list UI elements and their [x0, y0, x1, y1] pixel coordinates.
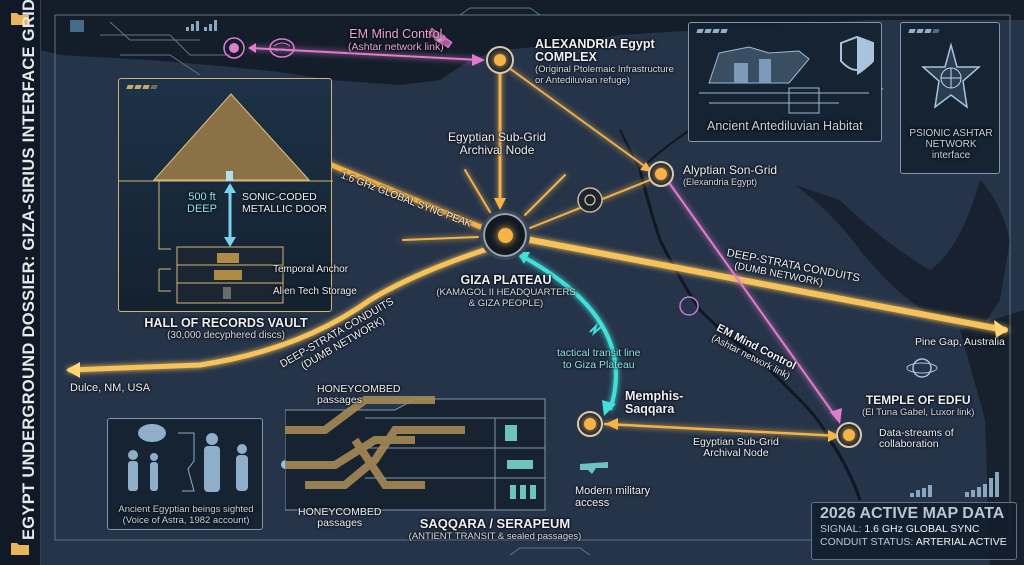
psionic-1: PSIONIC ASHTAR: [909, 128, 993, 139]
honey-top-1: HONEYCOMBED: [317, 383, 401, 395]
memphis-saqqara-node[interactable]: [577, 411, 603, 437]
archival-node-bottom-label: Egyptian Sub-Grid Archival Node: [693, 437, 779, 459]
tactical-1: tactical transit line: [557, 347, 641, 359]
sidebar: EGYPT UNDERGROUND DOSSIER: GIZA-SIRIUS I…: [0, 0, 41, 565]
beings-label: Ancient Egyptian beings sighted (Voice o…: [108, 504, 264, 526]
psionic-3: interface: [931, 150, 971, 161]
saqqara-cross-section: [285, 396, 546, 511]
folder-icon[interactable]: [10, 540, 30, 556]
signal-label: SIGNAL:: [820, 523, 862, 535]
door-2: METALLIC DOOR: [242, 203, 327, 215]
honey-top-2: passages: [317, 394, 362, 406]
honeycombed-top-label: HONEYCOMBED passages: [317, 384, 400, 406]
giza-title: GIZA PLATEAU: [460, 273, 552, 287]
archival-bottom-1: Egyptian Sub-Grid: [693, 436, 779, 448]
alien-tech-label: Alien Tech Storage: [273, 286, 357, 297]
beings-1: Ancient Egyptian beings sighted: [118, 504, 254, 515]
ashtar-network-icon: [921, 42, 981, 109]
conduit-row: CONDUIT STATUS: ARTERIAL ACTIVE: [820, 536, 1008, 549]
saqqara-subtitle: (ANTIENT TRANSIT & sealed passages): [408, 531, 582, 542]
edfu-note: Data-streams of collaboration: [879, 428, 954, 450]
memphis-label: Memphis- Saqqara: [625, 390, 683, 416]
alyptian-subtitle: (Elexandria Egypt): [683, 177, 758, 187]
pyramid-cross-section: [119, 93, 333, 304]
signal-value: 1.6 GHz GLOBAL SYNC: [864, 523, 980, 535]
depth-1: 500 ft: [188, 191, 216, 203]
honey-bottom-1: HONEYCOMBED: [298, 506, 382, 518]
honey-bottom-2: passages: [317, 517, 363, 529]
giza-plateau-node[interactable]: [480, 210, 530, 260]
edfu-note-1: Data-streams of: [879, 427, 954, 439]
dulce-label: Dulce, NM, USA: [70, 382, 151, 394]
honeycombed-bottom-label: HONEYCOMBED passages: [298, 507, 381, 529]
tactical-2: to Giza Plateau: [562, 359, 635, 371]
giza-label: GIZA PLATEAU (KAMAGOL II HEADQUARTERS & …: [420, 273, 592, 309]
edfu-label: TEMPLE OF EDFU (El Tuna Gabel, Luxor lin…: [862, 393, 974, 418]
alexandria-sub: (Original Ptolemaic Infrastructure: [535, 64, 674, 75]
door-1: SONIC-CODED: [242, 191, 317, 203]
military-2: access: [575, 497, 610, 509]
alexandria-sub-2: or Antediluvian refuge): [535, 75, 631, 86]
folder-icon[interactable]: [10, 10, 30, 26]
temporal-anchor-label: Temporal Anchor: [273, 264, 349, 275]
archival-top-line1: Egyptian Sub-Grid: [448, 130, 547, 144]
giza-sub2: & GIZA PEOPLE): [468, 298, 544, 309]
memphis-1: Memphis-: [625, 389, 684, 403]
edfu-subtitle: (El Tuna Gabel, Luxor link): [862, 407, 975, 418]
conduit-value: ARTERIAL ACTIVE: [915, 536, 1007, 548]
beings-2: (Voice of Astra, 1982 account): [122, 515, 250, 526]
archival-node-top-label: Egyptian Sub-Grid Archival Node: [448, 131, 546, 157]
hall-title: HALL OF RECORDS VAULT: [144, 316, 308, 330]
alexandria-title: ALEXANDRIA Egypt: [535, 37, 655, 51]
signal-row: SIGNAL: 1.6 GHz GLOBAL SYNC: [820, 523, 1008, 536]
map-data-title: 2026 ACTIVE MAP DATA: [820, 505, 1005, 522]
em-link-top-label: EM Mind Control (Ashtar network link): [348, 27, 444, 53]
giza-sub1: (KAMAGOL II HEADQUARTERS: [436, 287, 576, 298]
habitat-label: Ancient Antediluvian Habitat: [707, 119, 863, 133]
tactical-transit-label: tactical transit line to Giza Plateau: [557, 347, 640, 371]
hall-of-records-caption: HALL OF RECORDS VAULT (30,000 decyphered…: [128, 316, 324, 341]
depth-label: 500 ft DEEP: [187, 191, 217, 215]
alyptian-title: Alyptian Son-Grid: [683, 163, 778, 177]
rifle-icon: [580, 462, 608, 474]
psionic-label: PSIONIC ASHTAR NETWORK interface: [901, 128, 1001, 161]
depth-2: DEEP: [187, 203, 217, 215]
active-map-data-panel: 2026 ACTIVE MAP DATA SIGNAL: 1.6 GHz GLO…: [811, 502, 1017, 560]
em-subtitle: (Ashtar network link): [348, 41, 444, 53]
edfu-note-2: collaboration: [879, 438, 939, 450]
edfu-title: TEMPLE OF EDFU: [865, 393, 971, 407]
conduit-label: CONDUIT STATUS:: [820, 536, 914, 548]
em-title: EM Mind Control: [349, 27, 443, 41]
alexandria-node[interactable]: [486, 46, 514, 74]
door-label: SONIC-CODED METALLIC DOOR: [242, 191, 327, 215]
saqqara-title: SAQQARA / SERAPEUM: [419, 516, 571, 531]
military-access-label: Modern military access: [575, 485, 650, 509]
alexandria-label: ALEXANDRIA Egypt COMPLEX (Original Ptole…: [535, 37, 674, 87]
archival-top-line2: Archival Node: [459, 143, 535, 157]
psionic-2: NETWORK: [925, 139, 977, 150]
beings-panel[interactable]: Ancient Egyptian beings sighted (Voice o…: [107, 418, 263, 530]
saqqara-caption: SAQQARA / SERAPEUM (ANTIENT TRANSIT & se…: [390, 516, 600, 542]
psionic-panel[interactable]: PSIONIC ASHTAR NETWORK interface: [900, 22, 1000, 174]
memphis-2: Saqqara: [625, 402, 675, 416]
habitat-illustration: [699, 35, 883, 114]
alyptian-label: Alyptian Son-Grid (Elexandria Egypt): [683, 163, 777, 187]
edfu-node[interactable]: [836, 422, 862, 448]
dossier-title: EGYPT UNDERGROUND DOSSIER: GIZA-SIRIUS I…: [20, 0, 38, 540]
military-1: Modern military: [575, 485, 651, 497]
beings-silhouettes: [128, 424, 248, 492]
pine-gap-label: Pine Gap, Australia: [915, 336, 1005, 348]
alyptian-node[interactable]: [648, 161, 674, 187]
archival-bottom-2: Archival Node: [703, 447, 769, 459]
habitat-panel[interactable]: Ancient Antediluvian Habitat: [688, 22, 883, 142]
hall-of-records-panel[interactable]: 500 ft DEEP SONIC-CODED METALLIC DOOR Te…: [118, 78, 357, 312]
alexandria-title-2: COMPLEX: [535, 50, 597, 64]
hall-subtitle: (30,000 decyphered discs): [167, 330, 285, 341]
